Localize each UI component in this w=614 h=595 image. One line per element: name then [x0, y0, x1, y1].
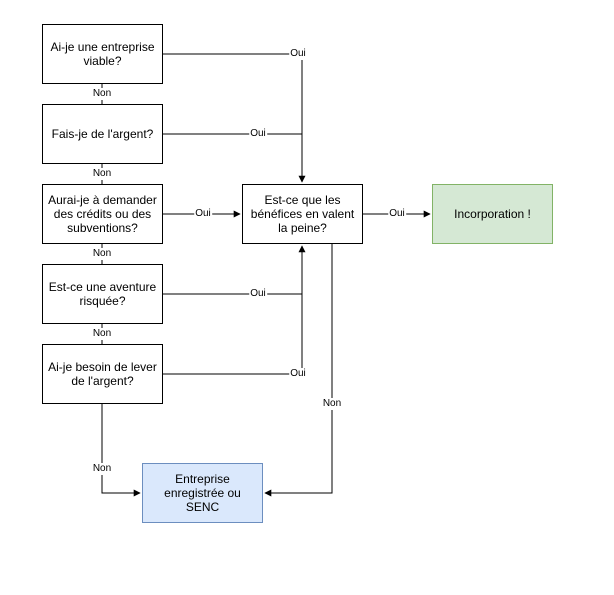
node-q2-label: Fais-je de l'argent?	[51, 127, 154, 141]
node-q1-label: Ai-je une entreprise viable?	[50, 40, 155, 68]
node-registered-label: Entreprise enregistrée ou SENC	[164, 472, 241, 514]
node-q1: Ai-je une entreprise viable?	[42, 24, 163, 84]
label-oui-q3: Oui	[194, 208, 212, 220]
label-non-q1: Non	[91, 88, 113, 100]
label-oui-q5: Oui	[289, 368, 307, 380]
label-oui-benefits: Oui	[388, 208, 406, 220]
label-oui-q4: Oui	[249, 288, 267, 300]
node-benefits: Est-ce que les bénéfices en valent la pe…	[242, 184, 363, 244]
node-benefits-label: Est-ce que les bénéfices en valent la pe…	[250, 193, 355, 235]
edge-benefits-registered	[264, 244, 333, 497]
node-q2: Fais-je de l'argent?	[42, 104, 163, 164]
label-oui-q1: Oui	[289, 48, 307, 60]
node-incorporation: Incorporation !	[432, 184, 553, 244]
label-non-q3: Non	[91, 248, 113, 260]
label-non-benefits: Non	[321, 398, 343, 410]
node-registered: Entreprise enregistrée ou SENC	[142, 463, 263, 523]
node-q5: Ai-je besoin de lever de l'argent?	[42, 344, 163, 404]
node-q3: Aurai-je à demander des crédits ou des s…	[42, 184, 163, 244]
node-q5-label: Ai-je besoin de lever de l'argent?	[48, 360, 157, 388]
edge-q5-benefits	[163, 245, 306, 375]
node-q4: Est-ce une aventure risquée?	[42, 264, 163, 324]
node-incorporation-label: Incorporation !	[454, 207, 531, 221]
label-non-q5: Non	[91, 463, 113, 475]
edge-q5-registered	[101, 404, 141, 497]
node-q4-label: Est-ce une aventure risquée?	[48, 280, 157, 308]
label-non-q4: Non	[91, 328, 113, 340]
label-oui-q2: Oui	[249, 128, 267, 140]
node-q3-label: Aurai-je à demander des crédits ou des s…	[48, 193, 157, 235]
edge-q1-benefits	[163, 53, 306, 183]
label-non-q2: Non	[91, 168, 113, 180]
